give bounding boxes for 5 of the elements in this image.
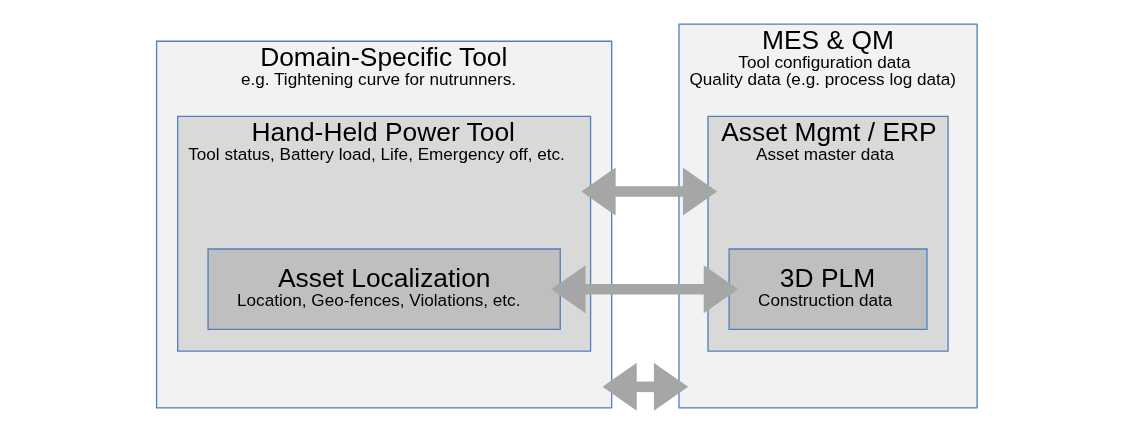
- arrow: [581, 167, 718, 216]
- arrow: [551, 265, 738, 314]
- node-box: Asset Localization Location, Geo-fences, Violations, etc.: [207, 248, 561, 331]
- arrow: [602, 362, 689, 411]
- node-box: 3D PLM Construction data: [728, 248, 928, 331]
